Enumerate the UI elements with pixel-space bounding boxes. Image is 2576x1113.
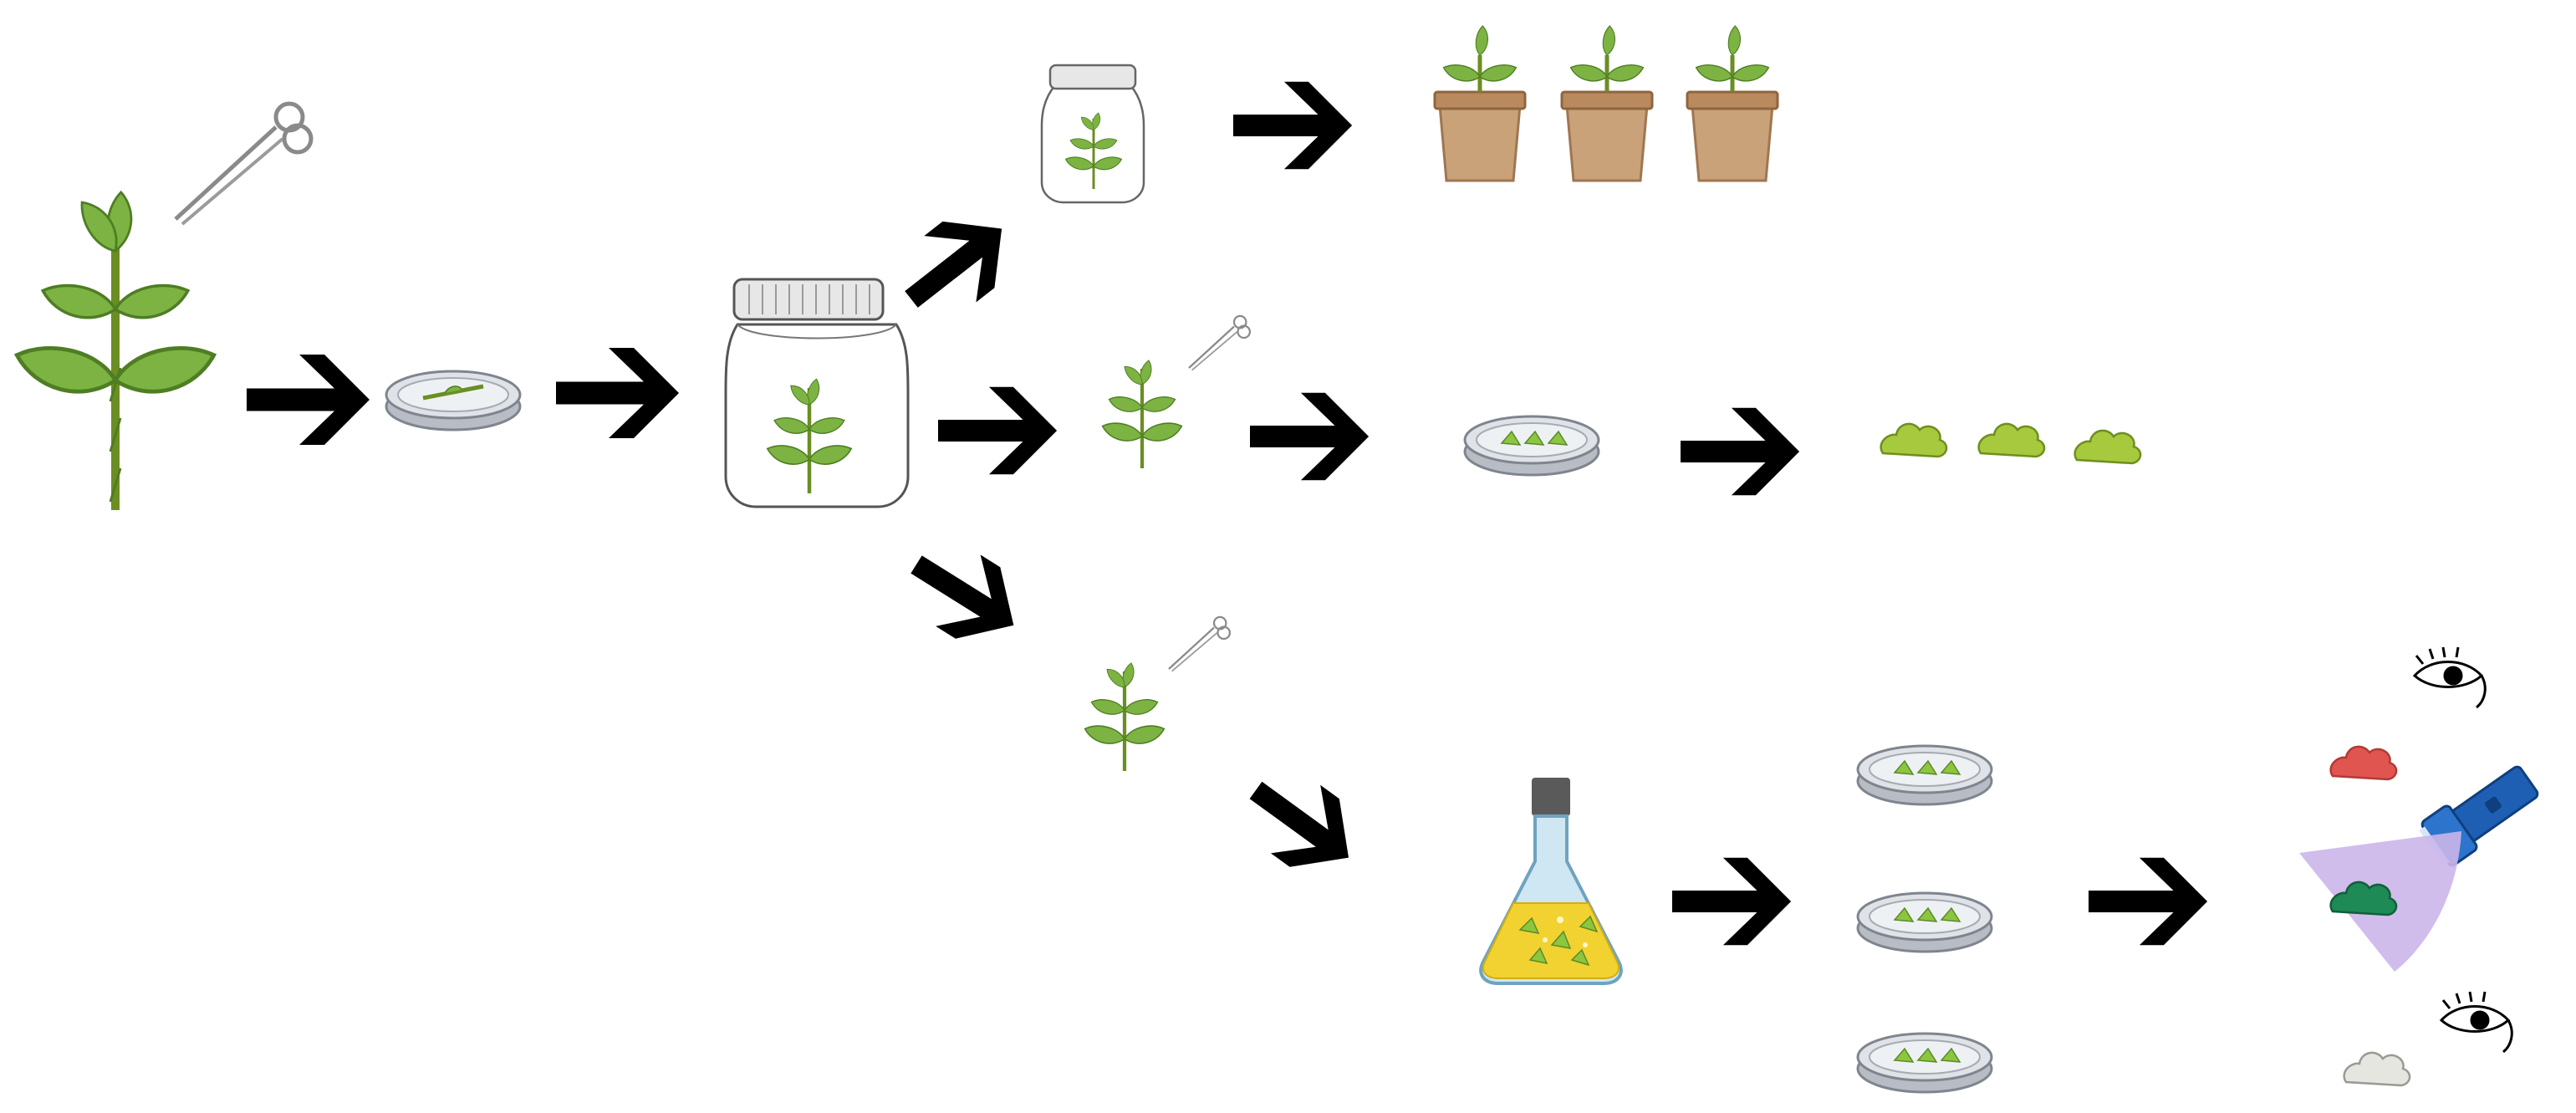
callus-icon bbox=[2343, 1051, 2411, 1087]
culture-jar-icon bbox=[724, 278, 910, 508]
erlenmeyer-flask-icon bbox=[1479, 778, 1623, 985]
plantlet-icon bbox=[1103, 360, 1182, 468]
eye-icon bbox=[2440, 990, 2513, 1054]
plantlet-icon bbox=[1085, 662, 1165, 771]
petri-dish-icon bbox=[1463, 415, 1600, 477]
mother-plant-icon bbox=[17, 189, 214, 510]
petri-dish-icon bbox=[385, 370, 522, 431]
culture-jar-icon bbox=[1040, 64, 1145, 204]
arrow-icon bbox=[556, 348, 679, 438]
arrow-icon bbox=[885, 195, 1028, 333]
arrow-icon bbox=[1681, 407, 1800, 496]
flower-pot-icon bbox=[1687, 25, 1778, 181]
petri-dish-icon bbox=[1856, 891, 1993, 953]
callus-icon bbox=[1880, 422, 2142, 465]
forceps-icon bbox=[1167, 615, 1232, 672]
arrow-icon bbox=[1231, 756, 1374, 892]
eye-icon bbox=[2413, 646, 2487, 709]
petri-dish-icon bbox=[1856, 744, 1993, 806]
arrow-icon bbox=[894, 528, 1037, 661]
flower-pot-icon bbox=[1435, 25, 1525, 181]
arrow-icon bbox=[938, 386, 1058, 475]
arrow-icon bbox=[1250, 392, 1370, 481]
forceps-icon bbox=[1187, 314, 1252, 371]
callus-icon bbox=[2329, 745, 2398, 781]
arrow-icon bbox=[247, 355, 370, 445]
forceps-icon bbox=[176, 104, 311, 224]
arrow-icon bbox=[1233, 81, 1353, 170]
flower-pot-icon bbox=[1562, 25, 1652, 181]
arrow-icon bbox=[2089, 857, 2208, 946]
arrow-icon bbox=[1672, 857, 1792, 946]
petri-dish-icon bbox=[1856, 1032, 1993, 1094]
